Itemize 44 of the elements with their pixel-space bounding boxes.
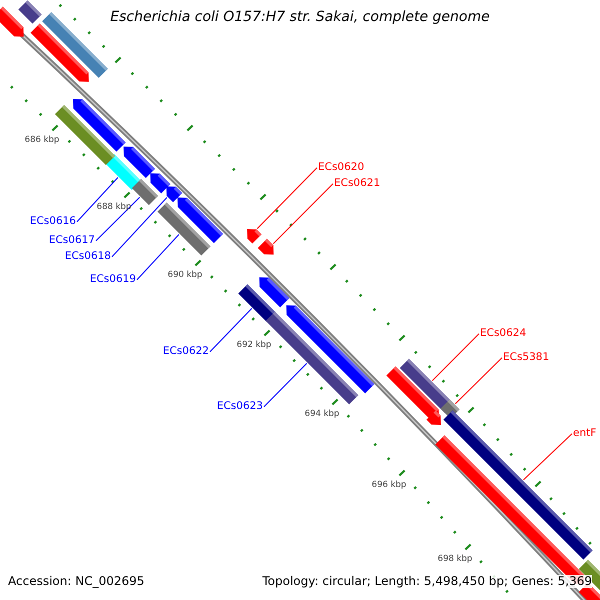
genome-info-note: Topology: circular; Length: 5,498,450 bp; Genes: 5,369 <box>262 575 592 588</box>
gene-feature <box>150 173 170 194</box>
gene-feature <box>286 305 374 394</box>
gene-label: entF <box>573 428 596 440</box>
scale-label: 686 kbp <box>24 136 60 146</box>
gene-feature <box>30 24 89 82</box>
gene-label: ECs0617 <box>48 235 95 247</box>
gene-feature <box>178 198 224 244</box>
scale-label: 696 kbp <box>372 481 406 490</box>
scale-label: 694 kbp <box>304 410 340 420</box>
leader-line <box>264 362 308 408</box>
scale-label: 692 kbp <box>236 341 272 350</box>
gene-label: ECs0618 <box>64 251 111 263</box>
gene-label: ECs0623 <box>216 401 263 413</box>
gene-feature <box>386 366 440 420</box>
gene-feature <box>124 146 156 178</box>
leader-line <box>76 177 118 222</box>
gene-feature <box>426 410 441 425</box>
leader-line <box>272 183 334 244</box>
leader-line <box>522 433 572 480</box>
leader-line <box>96 196 140 242</box>
gene-label: ECs0622 <box>162 346 209 358</box>
leader-line <box>256 167 318 230</box>
gene-label: ECs0620 <box>318 162 364 174</box>
gene-label: ECs0616 <box>30 216 76 228</box>
leader-line <box>210 308 252 352</box>
gene-feature <box>0 6 24 37</box>
gene-label: ECs0619 <box>90 274 136 286</box>
scale-label: 698 kbp <box>438 555 472 564</box>
leader-line <box>432 333 480 382</box>
gene-label: ECs0621 <box>334 178 380 190</box>
leader-line <box>112 197 168 258</box>
gene-feature <box>18 0 42 24</box>
gene-label: ECs0624 <box>480 328 526 340</box>
map-title: Escherichia coli O157:H7 str. Sakai, complete genome <box>110 10 490 26</box>
gene-feature <box>259 277 290 308</box>
gene-feature <box>247 229 262 244</box>
accession-note: Accession: NC_002695 <box>8 575 144 588</box>
scale-label: 688 kbp <box>96 203 132 212</box>
gene-feature <box>258 238 274 255</box>
leader-line <box>454 357 502 404</box>
gene-label: ECs5381 <box>503 352 550 364</box>
scale-label: 690 kbp <box>168 271 202 280</box>
leader-line <box>136 234 180 280</box>
